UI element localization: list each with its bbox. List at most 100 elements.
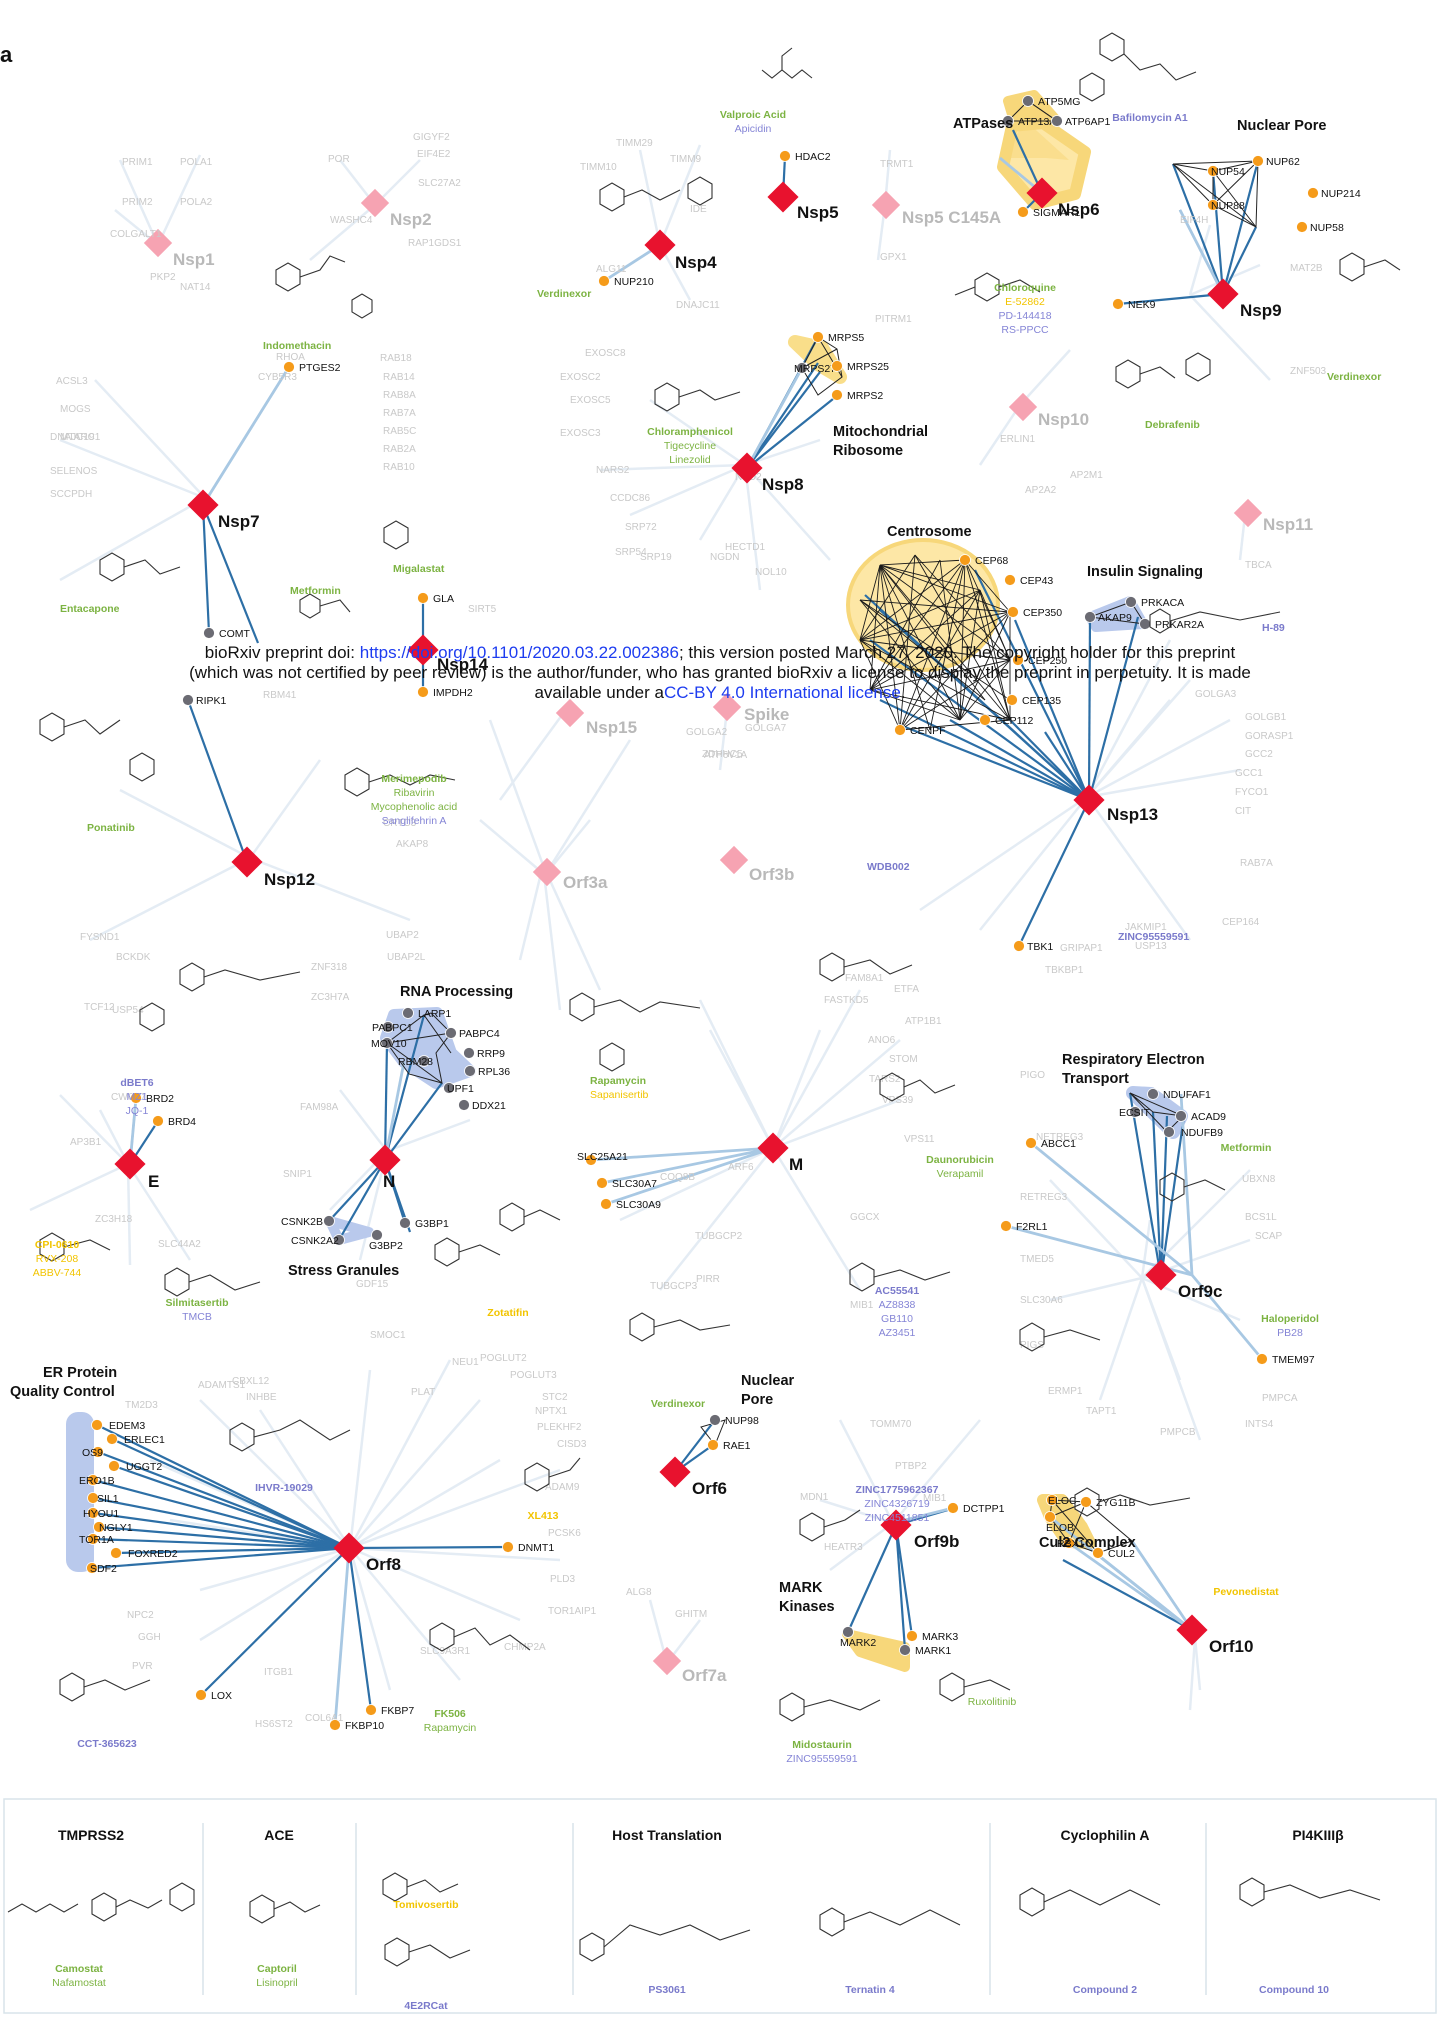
rpl36-node xyxy=(464,1065,476,1077)
orf7a-label: Orf7a xyxy=(682,1666,727,1685)
spike-node xyxy=(712,692,742,722)
svg-text:Ribavirin: Ribavirin xyxy=(394,787,435,799)
cep68-label: CEP68 xyxy=(975,555,1008,567)
svg-text:Chloroquine: Chloroquine xyxy=(994,282,1056,294)
svg-text:NAT14: NAT14 xyxy=(180,282,211,293)
mark1-label: MARK1 xyxy=(915,1645,951,1657)
svg-text:GHITM: GHITM xyxy=(675,1609,707,1620)
svg-text:JAKMIP1: JAKMIP1 xyxy=(1125,922,1167,933)
mrps2-node xyxy=(831,389,843,401)
atp13a3-node xyxy=(1002,115,1014,127)
nsp11-label: Nsp11 xyxy=(1263,515,1313,534)
nsp12-label: Nsp12 xyxy=(264,870,315,889)
svg-text:PVR: PVR xyxy=(132,1661,153,1672)
svg-text:Ponatinib: Ponatinib xyxy=(87,822,135,834)
brd4-node xyxy=(152,1115,164,1127)
abcc1-label: ABCC1 xyxy=(1041,1138,1076,1150)
dnmt1-node xyxy=(502,1541,514,1553)
svg-text:Tigecycline: Tigecycline xyxy=(664,440,716,452)
cul2-label: CUL2 xyxy=(1108,1548,1135,1560)
svg-text:VPS11: VPS11 xyxy=(904,1134,935,1145)
svg-text:Midostaurin: Midostaurin xyxy=(792,1739,852,1751)
orf3b-node xyxy=(719,845,749,875)
svg-text:Pevonedistat: Pevonedistat xyxy=(1213,1586,1279,1598)
svg-text:RAB18: RAB18 xyxy=(380,353,412,364)
eloc-label: ELOC xyxy=(1048,1495,1077,1507)
svg-text:FAM98A: FAM98A xyxy=(300,1102,339,1113)
nuclear-pore2-title-1: Nuclear xyxy=(741,1373,795,1389)
edem3-label: EDEM3 xyxy=(109,1420,145,1432)
svg-text:SRP54: SRP54 xyxy=(615,547,647,558)
panel-label: a xyxy=(0,42,13,67)
svg-text:CISD3: CISD3 xyxy=(557,1439,587,1450)
ero1b-node xyxy=(87,1474,99,1486)
prkaca-label: PRKACA xyxy=(1141,597,1184,609)
orf9b-label: Orf9b xyxy=(914,1532,959,1551)
svg-text:SNIP1: SNIP1 xyxy=(283,1169,312,1180)
watermark-line-1: bioRxiv preprint doi: https://doi.org/10… xyxy=(205,643,1236,662)
pi4k-title: PI4KIIIβ xyxy=(1292,1827,1344,1843)
foxred2-label: FOXRED2 xyxy=(128,1548,178,1560)
mark3-label: MARK3 xyxy=(922,1631,958,1643)
svg-text:TUBGCP2: TUBGCP2 xyxy=(695,1231,743,1242)
hdac2-node xyxy=(779,150,791,162)
lox-label: LOX xyxy=(211,1690,232,1702)
svg-text:TCF12: TCF12 xyxy=(84,1002,115,1013)
svg-text:ZNF503: ZNF503 xyxy=(1290,366,1327,377)
complex-titles: ATPases Nuclear Pore Mitochondrial Ribos… xyxy=(10,116,1326,1615)
n-label: N xyxy=(383,1172,395,1191)
centrosome-mesh xyxy=(859,554,1011,731)
rbm28-node xyxy=(418,1055,430,1067)
cep250-node xyxy=(1012,654,1024,666)
svg-text:Silmitasertib: Silmitasertib xyxy=(165,1297,228,1309)
g3bp1-label: G3BP1 xyxy=(415,1218,449,1230)
impdh2-node xyxy=(417,686,429,698)
atp6ap1-node xyxy=(1051,115,1063,127)
svg-text:GRIPAP1: GRIPAP1 xyxy=(1060,943,1103,954)
tmprss2-title: TMPRSS2 xyxy=(58,1827,124,1843)
atp13a3-label: ATP13A3 xyxy=(1018,116,1062,128)
nsp1-label: Nsp1 xyxy=(173,250,215,269)
svg-text:ADAM9: ADAM9 xyxy=(545,1482,580,1493)
akap9-label: AKAP9 xyxy=(1098,612,1132,624)
svg-text:ZINC4326719: ZINC4326719 xyxy=(864,1498,930,1510)
svg-text:MDN1: MDN1 xyxy=(800,1492,829,1503)
svg-text:TIMM10: TIMM10 xyxy=(580,162,617,173)
svg-text:ZINC1775962367: ZINC1775962367 xyxy=(856,1484,939,1496)
nsp15-node xyxy=(555,698,585,728)
elob-label: ELOB xyxy=(1046,1522,1074,1534)
svg-text:IHVR-19029: IHVR-19029 xyxy=(255,1482,313,1494)
svg-text:MIB1: MIB1 xyxy=(923,1493,947,1504)
foxred2-node xyxy=(110,1547,122,1559)
ripk1-node xyxy=(182,694,194,706)
mrps5-label: MRPS5 xyxy=(828,332,864,344)
svg-text:COL6A1: COL6A1 xyxy=(305,1713,344,1724)
g3bp1-node xyxy=(399,1217,411,1229)
viral-nodes xyxy=(114,177,1239,1646)
svg-text:AC55541: AC55541 xyxy=(875,1285,920,1297)
ecsit-node xyxy=(1129,1106,1141,1118)
svg-text:FAM8A1: FAM8A1 xyxy=(845,973,884,984)
hdac2-label: HDAC2 xyxy=(795,151,831,163)
svg-text:VPS39: VPS39 xyxy=(882,1095,914,1106)
svg-text:Debrafenib: Debrafenib xyxy=(1145,419,1200,431)
rae1-node xyxy=(707,1439,719,1451)
drug-labels: Valproic Acid Apicidin Bafilomycin A1 Ve… xyxy=(33,109,1382,1765)
svg-text:CCDC86: CCDC86 xyxy=(610,493,650,504)
svg-text:H-89: H-89 xyxy=(1262,622,1285,634)
cep112-node xyxy=(979,714,991,726)
nsp5c145a-node xyxy=(871,190,901,220)
svg-text:POLA2: POLA2 xyxy=(180,197,213,208)
svg-text:Mycophenolic acid: Mycophenolic acid xyxy=(371,801,458,813)
cul2-node xyxy=(1092,1547,1104,1559)
svg-text:NGDN: NGDN xyxy=(710,552,739,563)
svg-text:ZNF318: ZNF318 xyxy=(311,962,348,973)
svg-text:AP2M1: AP2M1 xyxy=(1070,470,1103,481)
brd4-label: BRD4 xyxy=(168,1116,196,1128)
svg-text:MOGS: MOGS xyxy=(60,404,91,415)
svg-text:POGLUT3: POGLUT3 xyxy=(510,1370,557,1381)
mark3-node xyxy=(906,1630,918,1642)
svg-text:PLEKHF2: PLEKHF2 xyxy=(537,1422,582,1433)
svg-text:AP3B1: AP3B1 xyxy=(70,1137,102,1148)
svg-text:RBM41: RBM41 xyxy=(263,690,297,701)
